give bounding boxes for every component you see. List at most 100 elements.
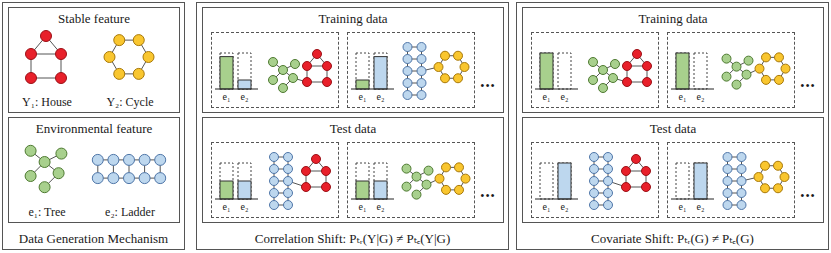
graph-node xyxy=(590,201,599,210)
axis-label: e₁ xyxy=(543,201,551,213)
graph-node xyxy=(723,153,732,162)
bar-slot xyxy=(220,53,233,89)
graph-node xyxy=(762,53,771,62)
graph-node xyxy=(108,154,119,165)
graph-node xyxy=(632,155,641,164)
graph xyxy=(723,153,789,210)
graph-node xyxy=(303,62,312,71)
graph-node xyxy=(279,84,288,93)
graph-node xyxy=(270,201,279,210)
axis-label: e₁ xyxy=(359,201,367,213)
graph-node xyxy=(434,63,443,72)
graph-node xyxy=(139,173,150,184)
graph-node xyxy=(604,189,613,198)
graph-node xyxy=(56,148,67,159)
graph-node xyxy=(755,64,764,73)
graph-node xyxy=(56,73,67,84)
graph-node xyxy=(590,153,599,162)
graph-node xyxy=(108,173,119,184)
bar xyxy=(676,53,689,89)
bar-slot xyxy=(558,53,571,89)
bar xyxy=(238,181,251,199)
graph-node xyxy=(402,182,411,191)
graph-node xyxy=(737,165,746,174)
graph-node xyxy=(442,163,451,172)
box-title: Stable feature xyxy=(58,12,130,27)
graph-node xyxy=(604,201,613,210)
feature-label: Y₁: House xyxy=(22,96,72,110)
graph-node xyxy=(313,50,322,59)
sample-box: e₁ e₂ xyxy=(347,142,475,218)
axis-label: e₁ xyxy=(223,201,231,213)
graph xyxy=(402,163,470,199)
graph-node xyxy=(774,184,783,193)
graph-node xyxy=(26,73,37,84)
data-box: e₁e₂e₁e₂Test data xyxy=(522,117,824,223)
graph-node xyxy=(303,78,312,87)
axis-label: e₂ xyxy=(241,91,249,103)
box-title: Training data xyxy=(318,12,387,27)
graph-node xyxy=(723,189,732,198)
graph-node xyxy=(269,58,278,67)
graph-node xyxy=(53,168,64,179)
graph-node xyxy=(762,75,771,84)
graph-node xyxy=(289,74,298,83)
graph-node xyxy=(761,161,770,170)
graph-node xyxy=(322,167,331,176)
graph-node xyxy=(92,154,103,165)
bar-chart xyxy=(351,53,394,89)
graph-node xyxy=(732,80,741,89)
graph-node xyxy=(279,66,288,75)
graph-node xyxy=(643,78,652,87)
bar xyxy=(558,163,571,199)
graph-node xyxy=(622,183,631,192)
ellipsis: ••• xyxy=(800,80,816,92)
axis-label: e₂ xyxy=(561,201,569,213)
ellipsis: ••• xyxy=(800,190,816,202)
panel: e₁e₂e₁e₂Training datae₁e₂e₁e₂Test dataCo… xyxy=(196,2,509,250)
graph-node xyxy=(155,154,166,165)
bar-slot xyxy=(676,53,689,89)
axis-label: e₂ xyxy=(377,201,385,213)
graph-node xyxy=(302,167,311,176)
graph-node xyxy=(403,67,412,76)
graph-node xyxy=(460,63,469,72)
graph-node xyxy=(291,60,300,69)
bar-slot xyxy=(356,53,369,89)
feature-label: e₁: Tree xyxy=(28,206,65,220)
graph-node xyxy=(590,165,599,174)
axis-label: e₁ xyxy=(679,91,687,103)
axis-line xyxy=(535,199,578,200)
graph-node xyxy=(775,75,784,84)
graph-node xyxy=(742,70,751,79)
axis-label: e₁ xyxy=(679,201,687,213)
graph-node xyxy=(114,68,125,79)
axis-line xyxy=(215,89,258,90)
graph-node xyxy=(737,189,746,198)
graph-node xyxy=(455,163,464,172)
bar-slot xyxy=(356,163,369,199)
bar-slot xyxy=(238,53,251,89)
graph-node xyxy=(417,55,426,64)
graph-node xyxy=(642,167,651,176)
graph-node xyxy=(270,189,279,198)
graph-node xyxy=(139,154,150,165)
bar xyxy=(356,80,369,89)
graph-node xyxy=(39,157,50,168)
graph-node xyxy=(781,64,790,73)
axis-label: e₁ xyxy=(359,91,367,103)
graph-node xyxy=(441,51,450,60)
bar-slot xyxy=(540,53,553,89)
graph-node xyxy=(114,35,125,46)
graph xyxy=(26,31,67,84)
sample-box: e₁e₂ xyxy=(531,32,659,108)
graph xyxy=(25,145,67,192)
graph-node xyxy=(604,177,613,186)
caption: Covariate Shift: Pₜᵣ(G) ≠ Pₜₑ(G) xyxy=(591,232,754,247)
graph-node xyxy=(775,53,784,62)
graph-node xyxy=(403,79,412,88)
axis-label: e₁ xyxy=(223,91,231,103)
graph-node xyxy=(39,182,50,193)
graph-node xyxy=(417,43,426,52)
